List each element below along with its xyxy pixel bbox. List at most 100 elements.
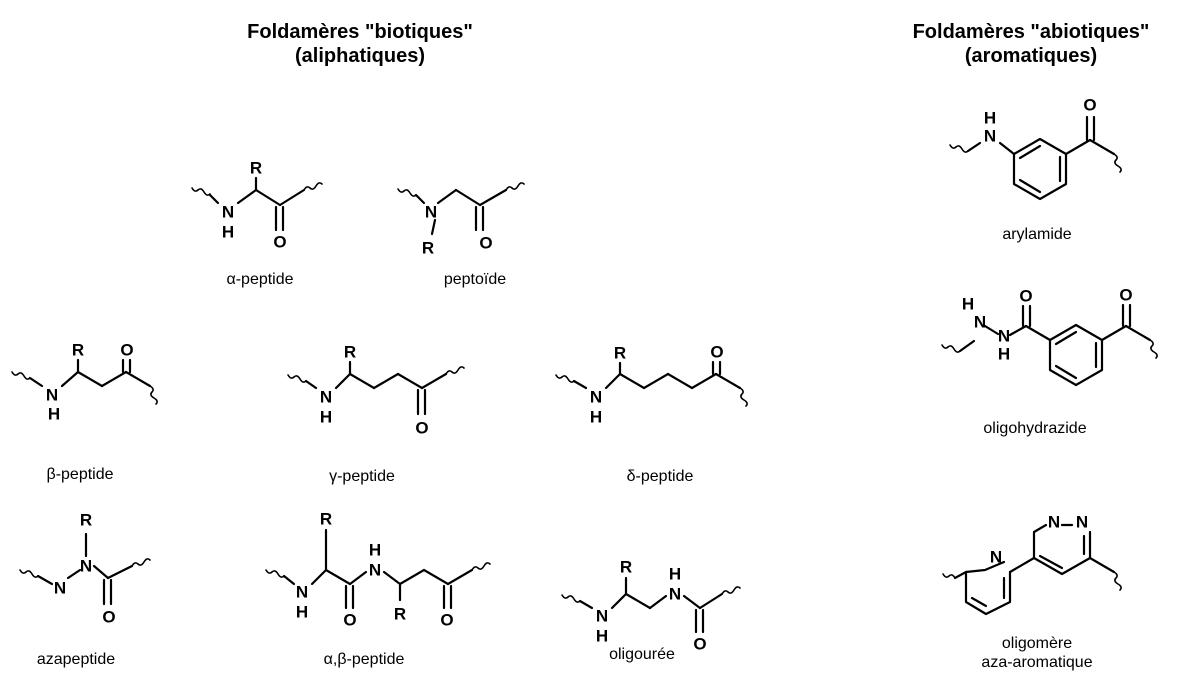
caption-oligomere-line1: oligomère [1001, 635, 1073, 652]
benzene-ring [1012, 137, 1068, 201]
atom-o: O [120, 341, 133, 360]
atom-o: O [343, 611, 356, 630]
abiotic-heading-line1: Foldamères "abiotiques" [912, 21, 1150, 43]
abiotic-heading: Foldamères "abiotiques" (aromatiques) [886, 20, 1176, 68]
atom-n: N [46, 386, 58, 405]
atom-n: N [669, 585, 681, 604]
atom-r: R [344, 343, 356, 362]
oligohydrazide-structure: H N N H O O [941, 286, 1158, 387]
atom-n: N [1048, 513, 1060, 532]
biotic-heading: Foldamères "biotiques" (aliphatiques) [210, 20, 510, 68]
atom-n: N [974, 313, 986, 332]
atom-h: H [596, 627, 608, 646]
atom-h: H [962, 295, 974, 314]
biotic-heading-line1: Foldamères "biotiques" [247, 21, 473, 43]
atom-n: N [222, 203, 234, 222]
alpha-beta-peptide-structure: N H R O H N R O [265, 510, 491, 630]
caption-delta-peptide: δ-peptide [626, 468, 694, 485]
wavy-bond-right [303, 182, 323, 191]
wavy-bond-right [471, 562, 491, 571]
wavy-bond-left [942, 573, 956, 579]
atom-o: O [1019, 287, 1032, 306]
wavy-bond-left [11, 371, 31, 380]
atom-n: N [990, 548, 1002, 567]
caption-oligohydrazide: oligohydrazide [983, 420, 1087, 437]
atom-n: N [596, 607, 608, 626]
atom-n: N [984, 127, 996, 146]
caption-gamma-peptide: γ-peptide [329, 468, 395, 485]
caption-beta-peptide: β-peptide [46, 466, 114, 483]
wavy-bond-right [721, 586, 741, 595]
wavy-bond-right [505, 182, 525, 191]
atom-o: O [102, 608, 115, 627]
oligomere-aza-aromatique-structure: N N N [942, 513, 1122, 616]
atom-r: R [422, 239, 434, 258]
wavy-bond-right [445, 366, 465, 375]
caption-oligouree: oligourée [609, 646, 675, 663]
atom-n: N [296, 583, 308, 602]
oligouree-structure: N H R H N O [561, 558, 741, 654]
abiotic-heading-line2: (aromatiques) [964, 45, 1098, 67]
atom-r: R [614, 344, 626, 363]
biotic-heading-line2: (aliphatiques) [294, 45, 425, 67]
atom-n: N [590, 388, 602, 407]
wavy-bond-right [1113, 153, 1122, 173]
wavy-bond-right [739, 387, 748, 407]
atom-n: N [998, 327, 1010, 346]
alpha-peptide-structure: N H R O [191, 159, 323, 252]
atom-o: O [693, 635, 706, 654]
atom-o: O [710, 343, 723, 362]
arylamide-structure: H N O [949, 96, 1122, 201]
atom-n: N [80, 557, 92, 576]
wavy-bond-left [265, 569, 285, 578]
atom-n: N [320, 388, 332, 407]
atom-o: O [479, 234, 492, 253]
atom-r: R [250, 159, 262, 178]
atom-n: N [425, 203, 437, 222]
atom-h: H [984, 109, 996, 128]
caption-alpha-peptide: α-peptide [226, 271, 294, 288]
wavy-bond-left [191, 187, 211, 196]
caption-arylamide: arylamide [1002, 226, 1072, 243]
atom-h: H [222, 223, 234, 242]
pyridine-ring [964, 560, 1012, 616]
gamma-peptide-structure: N H R O [287, 343, 465, 438]
pyrimidine-ring [1032, 523, 1048, 560]
atom-h: H [296, 603, 308, 622]
caption-peptoide: peptoïde [443, 271, 507, 288]
atom-r: R [80, 511, 92, 530]
atom-o: O [415, 419, 428, 438]
atom-r: R [394, 605, 406, 624]
delta-peptide-structure: N H R O [555, 343, 748, 427]
caption-azapeptide: azapeptide [36, 651, 116, 668]
atom-o: O [440, 611, 453, 630]
wavy-bond-left [397, 188, 417, 197]
wavy-bond-left [949, 144, 969, 153]
peptoide-structure: N R O [397, 182, 525, 258]
atom-r: R [320, 510, 332, 529]
caption-oligomere-line2: aza-aromatique [981, 654, 1093, 671]
azapeptide-structure: N N R O [19, 511, 151, 627]
atom-h: H [669, 565, 681, 584]
atom-o: O [1083, 96, 1096, 115]
beta-peptide-structure: N H R O [11, 341, 158, 424]
atom-h: H [320, 408, 332, 427]
caption-oligomere-aza-aromatique: oligomère aza-aromatique [981, 634, 1092, 672]
wavy-bond-left [561, 594, 581, 603]
wavy-bond-left [555, 374, 575, 383]
wavy-bond-left [287, 374, 307, 383]
atom-h: H [590, 408, 602, 427]
atom-h: H [48, 405, 60, 424]
atom-h: H [998, 345, 1010, 364]
wavy-bond-right [149, 385, 158, 405]
atom-n: N [369, 561, 381, 580]
wavy-bond-right [1149, 339, 1158, 359]
wavy-bond-right [1113, 571, 1122, 591]
atom-n: N [54, 579, 66, 598]
atom-o: O [273, 233, 286, 252]
atom-o: O [1119, 286, 1132, 305]
wavy-bond-left [19, 569, 39, 578]
atom-r: R [72, 341, 84, 360]
wavy-bond-left [941, 344, 961, 353]
